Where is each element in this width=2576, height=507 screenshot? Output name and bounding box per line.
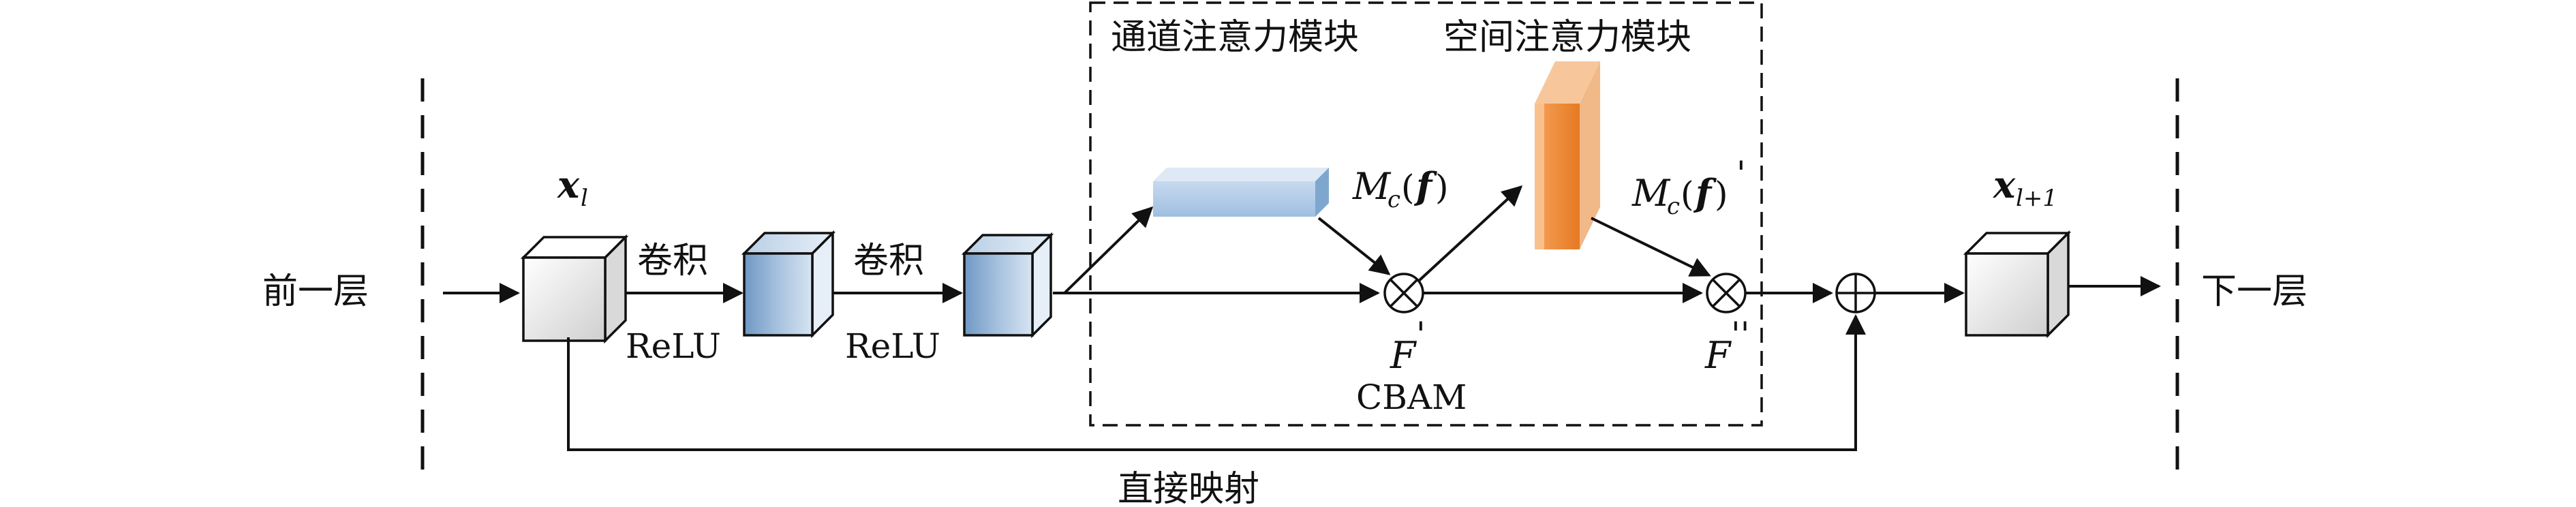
spatial-attention-title: 空间注意力模块 <box>1443 17 1691 58</box>
cube-conv1-output <box>741 230 836 339</box>
multiply1-to-spatial-attention <box>1417 185 1523 282</box>
svg-text:'': '' <box>1731 315 1750 354</box>
feature-to-channel-attention <box>1063 206 1154 294</box>
svg-text:l+1: l+1 <box>2016 185 2057 212</box>
svg-text:(: ( <box>1681 174 1694 214</box>
svg-text:x: x <box>1993 163 2016 206</box>
cbam-label: CBAM <box>1356 378 1467 417</box>
next-layer-label: 下一层 <box>2201 271 2307 312</box>
svg-text:': ' <box>1736 154 1746 194</box>
svg-text:': ' <box>1416 315 1426 354</box>
svg-text:f: f <box>1693 171 1717 215</box>
label-x-l1: x l+1 <box>1993 163 2057 212</box>
cbam-box <box>1089 1 1763 427</box>
conv2-label: 卷积 <box>853 241 924 281</box>
conv1-label: 卷积 <box>637 241 708 281</box>
svg-text:): ) <box>1435 168 1449 207</box>
prev-layer-label: 前一层 <box>262 271 369 312</box>
multiply-node-2 <box>1706 273 1747 313</box>
svg-text:c: c <box>1387 186 1400 213</box>
svg-text:F: F <box>1704 334 1732 377</box>
cube-input-xl <box>520 234 629 344</box>
spatial-to-multiply2 <box>1591 217 1711 277</box>
svg-text:c: c <box>1667 193 1680 220</box>
cube-feature-f <box>961 232 1054 339</box>
cube-output-xl1 <box>1963 230 2072 339</box>
relu1-label: ReLU <box>626 326 721 366</box>
channel-to-multiply1 <box>1317 217 1391 275</box>
spatial-attention-bar <box>1535 61 1600 249</box>
channel-attention-bar <box>1153 168 1329 217</box>
svg-text:f: f <box>1413 164 1437 208</box>
svg-text:): ) <box>1715 174 1728 214</box>
svg-text:x: x <box>557 163 580 206</box>
label-mc-f: M c ( f ) <box>1352 164 1449 213</box>
multiply-node-1 <box>1383 273 1424 313</box>
label-mc-f-prime: M c ( f ) ' <box>1631 154 1746 220</box>
svg-text:(: ( <box>1401 168 1415 207</box>
skip-connection-line <box>567 337 1857 451</box>
label-f-prime: F ' <box>1390 315 1426 377</box>
svg-text:F: F <box>1390 334 1417 377</box>
label-f-double-prime: F '' <box>1704 315 1750 377</box>
channel-attention-title: 通道注意力模块 <box>1111 17 1359 58</box>
svg-text:M: M <box>1631 172 1671 215</box>
svg-text:M: M <box>1352 165 1392 208</box>
svg-text:l: l <box>581 185 588 212</box>
relu2-label: ReLU <box>845 326 940 366</box>
add-node <box>1835 273 1876 313</box>
label-x-l: x l <box>557 163 588 212</box>
skip-connection-label: 直接映射 <box>1118 469 1259 507</box>
